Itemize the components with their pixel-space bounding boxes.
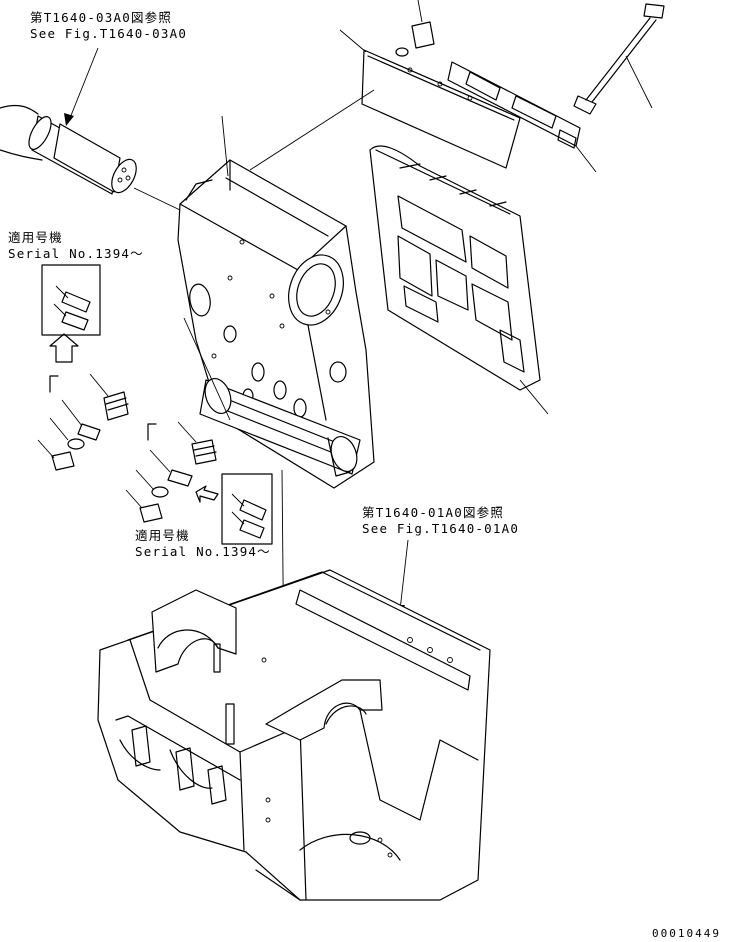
top-cover-plate (249, 29, 521, 171)
mount-rubber-mid (125, 421, 219, 523)
serial-box-mid (221, 473, 273, 545)
main-housing (177, 115, 375, 489)
pin-shaft (0, 104, 181, 211)
serial-note-left: 適用号機 Serial No.1394～ (8, 230, 144, 262)
rail-bracket (447, 61, 597, 173)
reference-top-en: See Fig.T1640-03A0 (30, 26, 188, 41)
serial-box-left (41, 264, 101, 363)
bottom-frame (97, 569, 491, 901)
reference-right-jp: 第T1640-01A0図参照 (362, 505, 505, 520)
reference-callout-top: 第T1640-03A0図参照 See Fig.T1640-03A0 (30, 10, 187, 42)
document-number: 00010449 (652, 927, 721, 940)
reference-callout-right: 第T1640-01A0図参照 See Fig.T1640-01A0 (362, 505, 519, 537)
reference-right-en: See Fig.T1640-01A0 (362, 521, 520, 536)
serial-left-en: Serial No.1394～ (8, 246, 144, 261)
serial-left-jp: 適用号機 (8, 230, 63, 245)
serial-note-mid: 適用号機 Serial No.1394～ (135, 528, 271, 560)
serial-mid-en: Serial No.1394～ (135, 544, 271, 559)
mount-rubber-left (37, 373, 129, 471)
long-bolt (573, 3, 665, 115)
reference-top-jp: 第T1640-03A0図参照 (30, 10, 173, 25)
frame-plate (369, 145, 549, 415)
cover-bolts (395, 0, 435, 57)
serial-mid-jp: 適用号機 (135, 528, 190, 543)
